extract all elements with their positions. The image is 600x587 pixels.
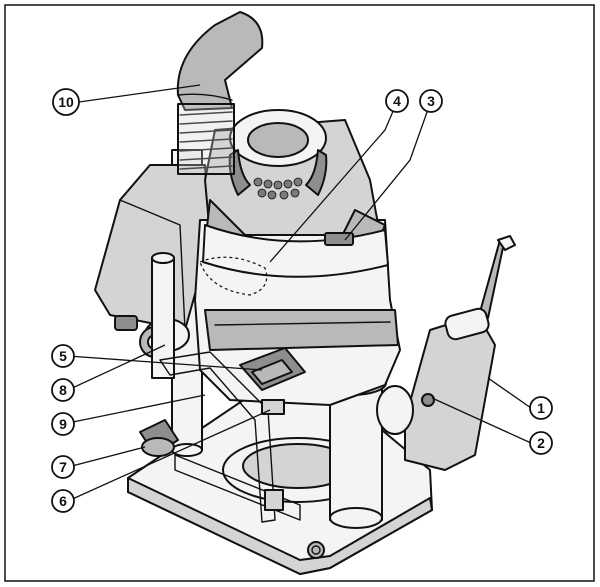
leader-lines [67, 84, 532, 502]
callout-8: 8 [51, 378, 75, 402]
figure-frame [4, 4, 595, 582]
callout-7: 7 [51, 455, 75, 479]
callout-5-label: 5 [59, 348, 67, 364]
callout-10: 10 [52, 88, 80, 116]
callout-4: 4 [385, 89, 409, 113]
spindle-lock [239, 347, 306, 391]
callout-2-label: 2 [537, 435, 545, 451]
turret-stop [139, 419, 179, 457]
motor-top [204, 109, 386, 251]
collar-band [202, 224, 389, 278]
rear-handle [94, 164, 211, 331]
callout-4-label: 4 [393, 93, 401, 109]
callout-6: 6 [51, 489, 75, 513]
callout-1-label: 1 [537, 400, 545, 416]
callout-7-label: 7 [59, 459, 67, 475]
callout-1: 1 [529, 396, 553, 420]
callout-9: 9 [51, 412, 75, 436]
callout-6-label: 6 [59, 493, 67, 509]
front-handle [376, 235, 516, 471]
callout-10-label: 10 [58, 94, 74, 110]
callout-5: 5 [51, 344, 75, 368]
callout-9-label: 9 [59, 416, 67, 432]
callout-3: 3 [419, 89, 443, 113]
callout-3-label: 3 [427, 93, 435, 109]
internal-outline [199, 256, 268, 296]
callout-8-label: 8 [59, 382, 67, 398]
callout-2: 2 [529, 431, 553, 455]
